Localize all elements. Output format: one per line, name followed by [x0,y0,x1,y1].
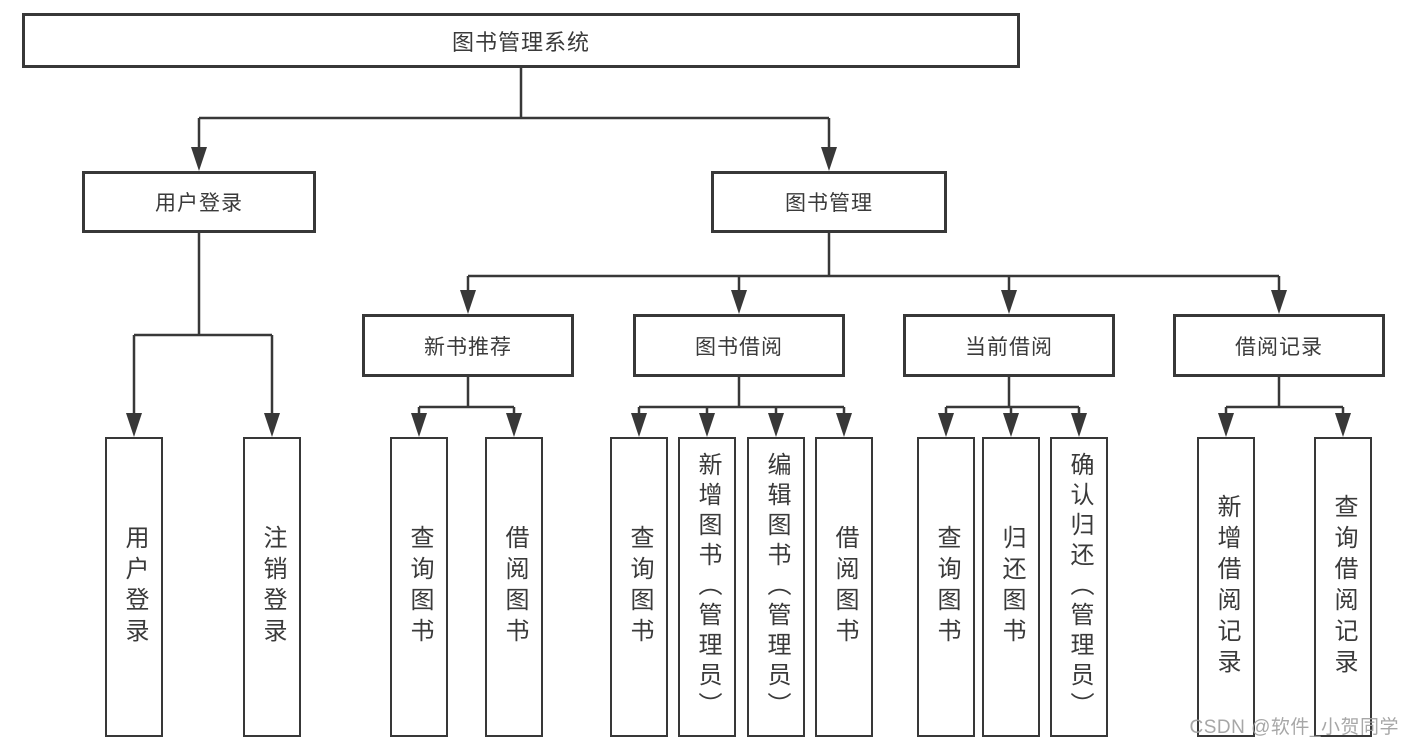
leaf-user-login: 用户登录 [105,437,163,737]
node-user-login: 用户登录 [82,171,316,233]
arrow-icon [1271,290,1287,314]
arrow-icon [126,413,142,437]
leaf-return-book: 归还图书 [982,437,1040,737]
leaf-borrow-book-borrow: 借阅图书 [815,437,873,737]
leaf-confirm-return-admin: 确认归还（管理员） [1050,437,1108,737]
leaf-borrow-book-newrec: 借阅图书 [485,437,543,737]
leaf-query-book-borrow: 查询图书 [610,437,668,737]
node-label: 归还图书 [998,525,1025,649]
leaf-add-borrow-record: 新增借阅记录 [1197,437,1255,737]
connector-borrow-records-children [1224,377,1345,420]
arrow-icon [460,290,476,314]
node-label: 新增图书（管理员） [694,452,721,722]
csdn-watermark: CSDN @软件_小贺同学 [1189,717,1399,738]
node-label: 用户登录 [155,192,243,215]
node-current-borrow: 当前借阅 [903,314,1115,377]
leaf-query-book-newrec: 查询图书 [390,437,448,737]
arrow-icon [631,413,647,437]
arrow-icon [506,413,522,437]
connector-root-to-level2 [197,68,831,152]
node-label: 新书推荐 [424,335,512,359]
arrow-icon [1335,413,1351,437]
leaf-query-borrow-record: 查询借阅记录 [1314,437,1372,737]
node-label: 查询借阅记录 [1330,494,1357,680]
leaf-query-book-current: 查询图书 [917,437,975,737]
arrowheads [126,147,1351,437]
node-root: 图书管理系统 [22,13,1020,68]
arrow-icon [1218,413,1234,437]
node-label: 当前借阅 [965,335,1053,359]
arrow-icon [731,290,747,314]
node-label: 查询图书 [933,525,960,649]
leaf-edit-book-admin: 编辑图书（管理员） [747,437,805,737]
node-label: 用户登录 [121,525,148,649]
arrow-icon [1071,413,1087,437]
node-label: 借阅记录 [1235,335,1323,359]
arrow-icon [938,413,954,437]
connector-user-login-children [132,233,274,420]
node-label: 图书管理系统 [451,29,590,55]
node-label: 查询图书 [406,525,433,649]
arrow-icon [821,147,837,171]
connector-book-mgmt-children [466,233,1281,297]
node-label: 注销登录 [259,525,286,649]
node-new-book-recommend: 新书推荐 [362,314,574,377]
arrow-icon [836,413,852,437]
node-label: 编辑图书（管理员） [763,452,790,722]
node-label: 借阅图书 [501,525,528,649]
leaf-add-book-admin: 新增图书（管理员） [678,437,736,737]
arrow-icon [768,413,784,437]
node-label: 确认归还（管理员） [1066,452,1093,722]
node-book-management: 图书管理 [711,171,947,233]
arrow-icon [191,147,207,171]
arrow-icon [699,413,715,437]
arrow-icon [264,413,280,437]
connector-book-borrow-children [637,377,846,420]
arrow-icon [411,413,427,437]
connector-new-book-children [417,377,516,420]
arrow-icon [1001,290,1017,314]
node-label: 新增借阅记录 [1213,494,1240,680]
node-label: 借阅图书 [831,525,858,649]
node-label: 图书管理 [785,192,873,215]
node-label: 图书借阅 [695,335,783,359]
leaf-logout: 注销登录 [243,437,301,737]
node-label: 查询图书 [626,525,653,649]
node-book-borrow: 图书借阅 [633,314,845,377]
arrow-icon [1003,413,1019,437]
node-borrow-records: 借阅记录 [1173,314,1385,377]
